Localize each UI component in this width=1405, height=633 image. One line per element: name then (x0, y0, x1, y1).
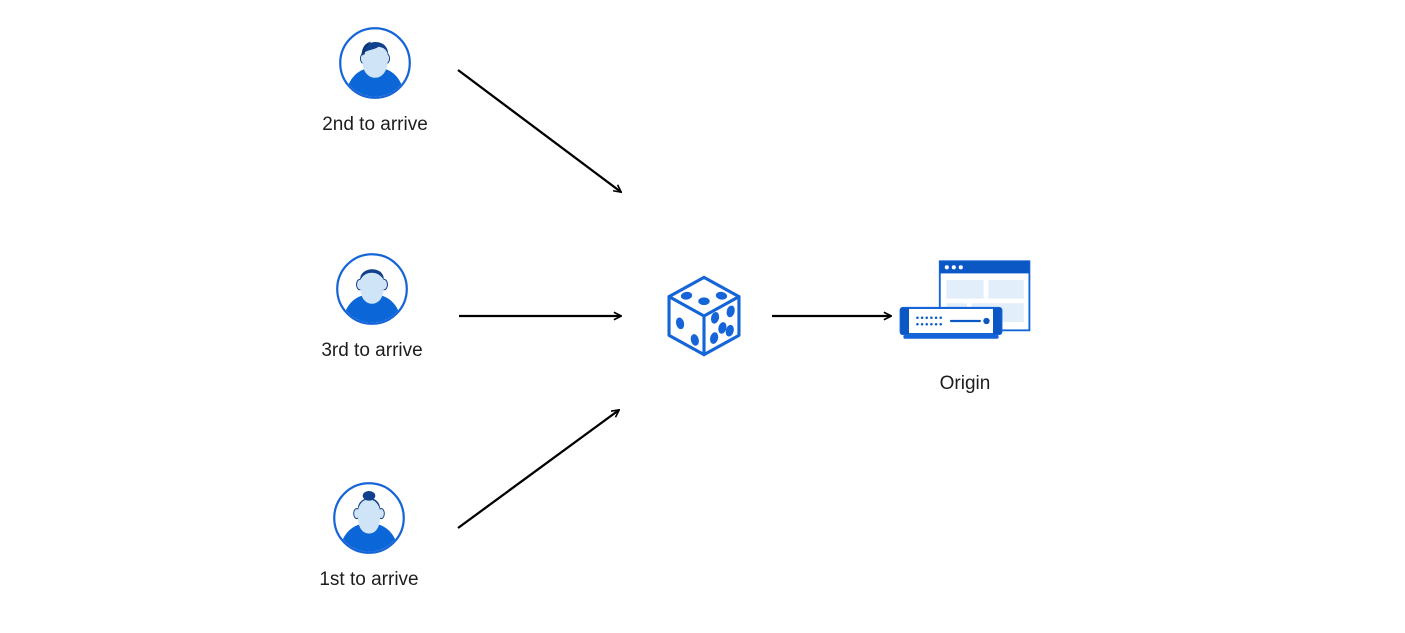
dice-cube-icon (667, 275, 741, 357)
origin-server-icon (899, 260, 1031, 339)
client-label-3rd: 3rd to arrive (321, 340, 423, 361)
client-label-1st: 1st to arrive (319, 569, 419, 590)
client-node-3rd[interactable]: 3rd to arrive (302, 252, 442, 363)
server-device-icon (899, 306, 1003, 339)
origin-label: Origin (939, 373, 991, 394)
client-node-1st[interactable]: 1st to arrive (299, 481, 439, 592)
origin-node[interactable]: Origin (885, 255, 1045, 395)
arrow-2nd-to-dice (457, 69, 621, 192)
client-node-2nd[interactable]: 2nd to arrive (305, 26, 445, 137)
client-label-2nd: 2nd to arrive (322, 114, 428, 135)
user-avatar-icon (336, 253, 408, 325)
user-avatar-icon (333, 482, 405, 554)
user-avatar-icon (339, 27, 411, 99)
arrow-1st-to-dice (457, 410, 619, 529)
random-balancer-node[interactable] (658, 270, 750, 362)
